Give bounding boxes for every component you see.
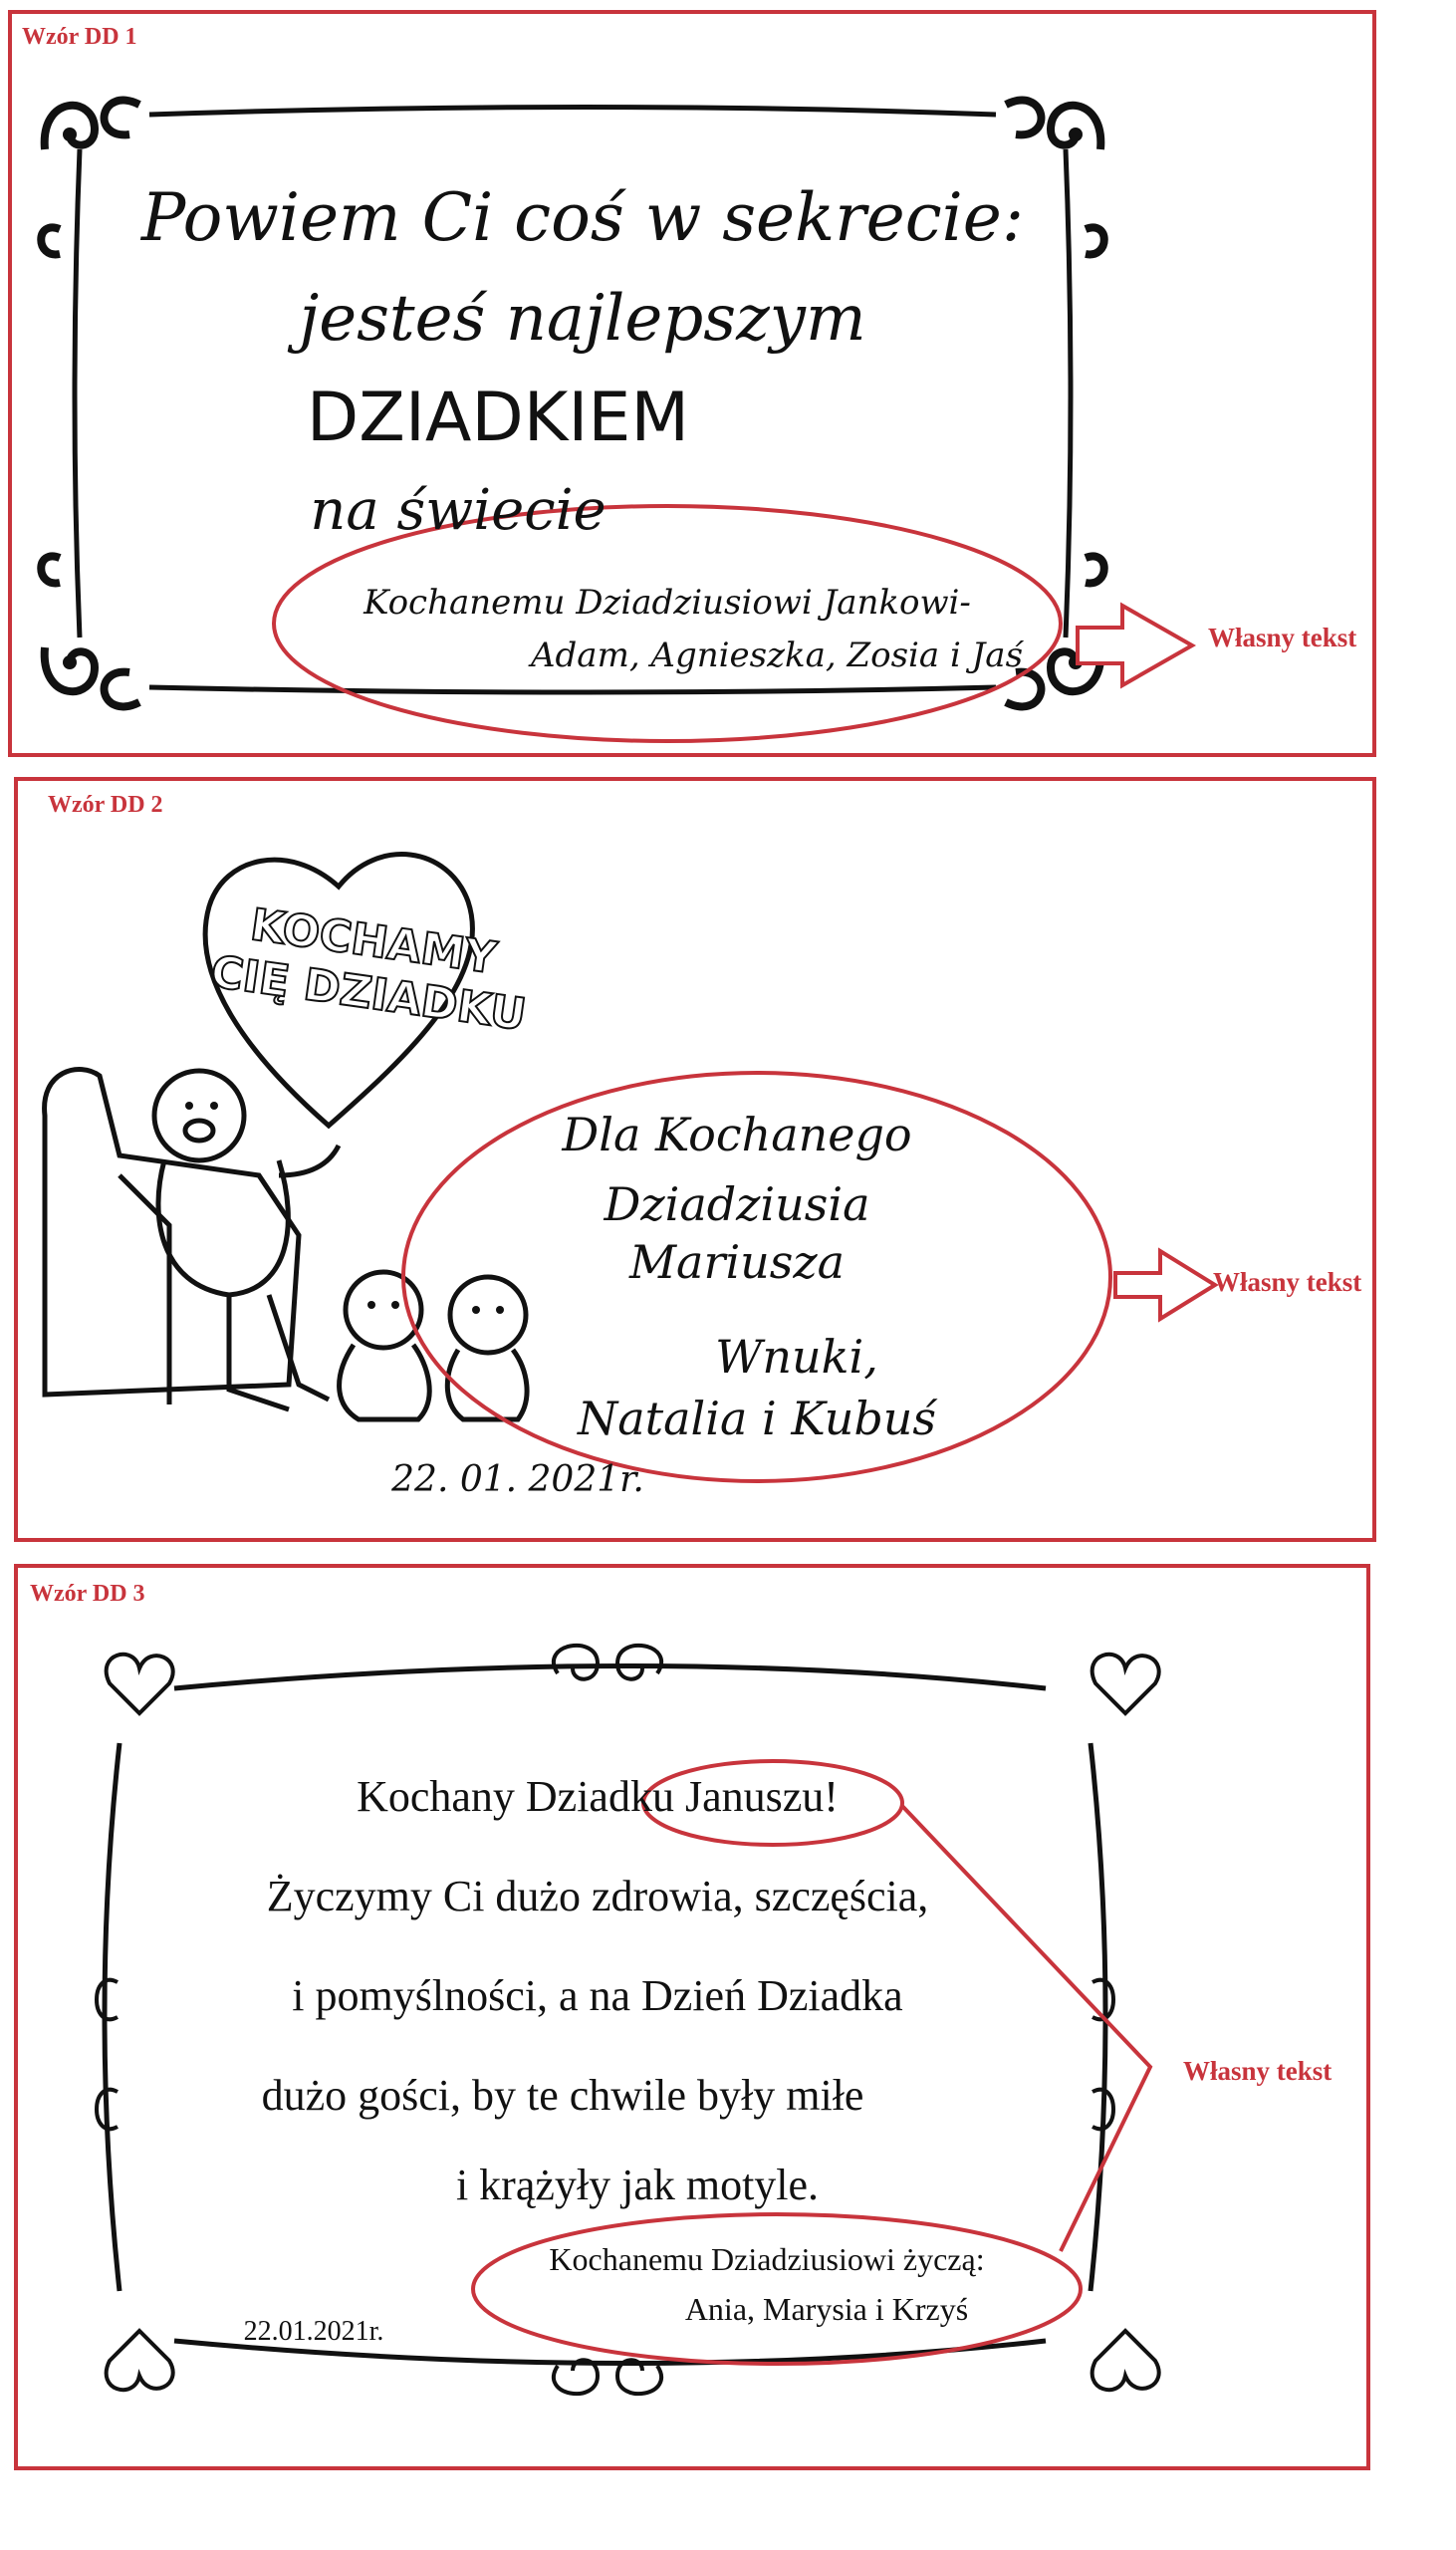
custom-text: Mariusza	[628, 1235, 846, 1289]
wish-line: i pomyślności, a na Dzień Dziadka	[292, 1971, 903, 2020]
custom-text-label: Własny tekst	[1183, 2056, 1333, 2086]
panel-3-label: Wzór DD 3	[30, 1581, 145, 1607]
greeting-line: na świecie	[310, 478, 607, 543]
custom-text-label: Własny tekst	[1213, 1267, 1362, 1297]
custom-text: Kochanemu Dziadziusiowi Jankowi-	[364, 583, 971, 623]
wish-line: Życzymy Ci dużo zdrowia, szczęścia,	[266, 1872, 929, 1920]
ornate-frame-1	[37, 96, 1197, 743]
custom-text: Ania, Marysia i Krzyś	[684, 2291, 969, 2327]
custom-text-highlight-3	[471, 2212, 1083, 2366]
wish-line: i krążyły jak motyle.	[455, 2161, 820, 2209]
wish-line: dużo gości, by te chwile były miłe	[261, 2071, 864, 2120]
date-text: 22. 01. 2021r.	[391, 1459, 644, 1500]
greeting-line: Powiem Ci coś w sekrecie:	[140, 179, 1025, 256]
grandpa-kids-illustration	[42, 852, 1219, 1483]
custom-text-label: Własny tekst	[1208, 623, 1357, 652]
wish-line: Kochany Dziadku Januszu!	[357, 1772, 839, 1821]
design-panel-2	[14, 777, 1376, 1542]
custom-text: Adam, Agnieszka, Zosia i Jaś	[530, 636, 1024, 675]
custom-text: Dziadziusia	[604, 1177, 870, 1231]
greeting-line: jesteś najlepszym	[299, 282, 866, 356]
arrow-icon	[1113, 1247, 1219, 1323]
custom-text: Natalia i Kubuś	[577, 1392, 937, 1445]
custom-text-highlight-2	[401, 1071, 1112, 1483]
arrow-icon	[1076, 602, 1197, 689]
panel-1-label: Wzór DD 1	[22, 24, 137, 50]
name-highlight	[641, 1759, 904, 1847]
greeting-line: DZIADKIEM	[306, 379, 690, 457]
custom-text: Dla Kochanego	[562, 1108, 912, 1161]
panel-2-label: Wzór DD 2	[48, 792, 163, 818]
date-text: 22.01.2021r.	[243, 2316, 384, 2347]
design-panel-3	[14, 1564, 1370, 2470]
custom-text: Wnuki,	[715, 1330, 878, 1384]
custom-text: Kochanemu Dziadziusiowi życzą:	[549, 2241, 985, 2277]
custom-text-highlight-1	[272, 504, 1063, 743]
